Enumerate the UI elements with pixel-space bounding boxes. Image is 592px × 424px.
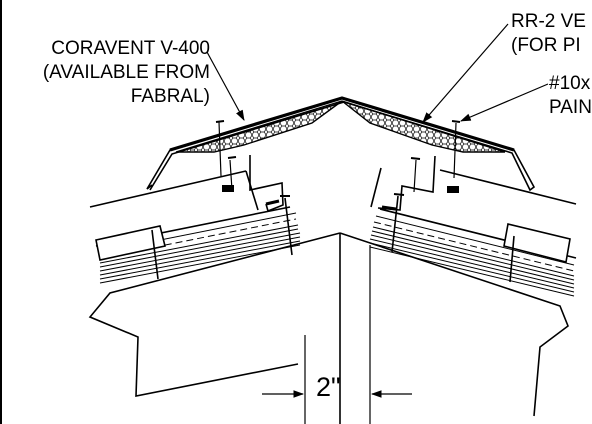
dimension-2in bbox=[262, 245, 412, 424]
coravent-callout-line-3: FABRAL) bbox=[130, 86, 210, 107]
screw-callout-line-2: PAIN bbox=[549, 97, 592, 118]
left-roof-assembly bbox=[88, 120, 341, 397]
ridge-cap-assembly bbox=[146, 96, 536, 192]
left-purlin-screw bbox=[151, 229, 159, 280]
ridge-vent-callout: RR-2 VE (FOR PI bbox=[511, 10, 586, 58]
dimension-label: 2" bbox=[316, 372, 341, 402]
right-deck-top-line bbox=[439, 169, 577, 205]
right-rafter bbox=[339, 232, 569, 417]
right-zee-closure bbox=[377, 155, 436, 211]
coravent-left-foam bbox=[175, 100, 343, 153]
ridge-cap-flashing bbox=[146, 97, 536, 192]
ridge-vent-leader bbox=[422, 23, 509, 123]
right-purlin-screw bbox=[509, 235, 515, 283]
right-purlin-block bbox=[503, 223, 571, 263]
ridge-vent-callout-line-1: RR-2 VE bbox=[511, 11, 586, 32]
coravent-callout-line-2: (AVAILABLE FROM bbox=[42, 62, 210, 83]
left-main-screw bbox=[284, 197, 293, 256]
screw-callout: #10x PAIN bbox=[549, 72, 592, 120]
screw-callout-line-1: #10x bbox=[549, 73, 591, 94]
left-zee-closure bbox=[249, 155, 284, 213]
coravent-callout-line-1: CORAVENT V-400 bbox=[51, 38, 210, 59]
right-roof-assembly bbox=[339, 120, 577, 424]
ridge-vent-callout-line-2: (FOR PI bbox=[511, 35, 581, 56]
coravent-leader bbox=[206, 51, 245, 121]
left-deck-edge bbox=[245, 170, 259, 211]
left-deck-top-line bbox=[89, 170, 247, 208]
right-roof-panel-layers bbox=[369, 215, 575, 297]
left-purlin-block bbox=[95, 225, 166, 261]
right-deck-edge bbox=[370, 167, 382, 208]
left-rafter bbox=[88, 232, 341, 397]
coravent-callout: CORAVENT V-400 (AVAILABLE FROM FABRAL) bbox=[0, 37, 210, 109]
screw-leader bbox=[460, 83, 549, 122]
right-main-screw bbox=[391, 195, 399, 253]
